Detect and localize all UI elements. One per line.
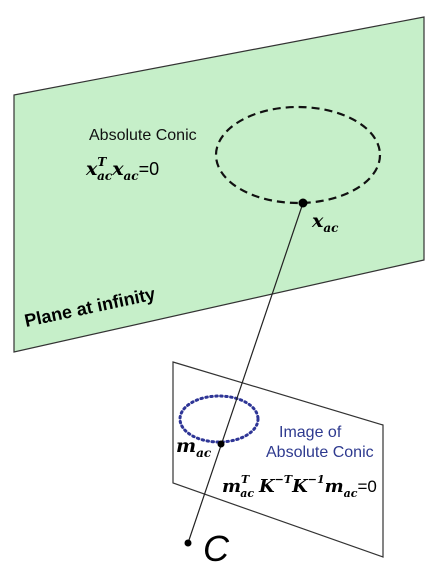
camera-center-point	[184, 539, 192, 547]
absolute-conic-ellipse	[214, 105, 382, 205]
image-plane	[172, 361, 384, 558]
absolute-conic-title: Absolute Conic	[89, 127, 197, 144]
plane-at-infinity	[13, 16, 425, 353]
point-x-ac-label: xac	[311, 210, 339, 235]
camera-center-label: C	[203, 528, 230, 569]
image-conic-title-line2: Absolute Conic	[266, 444, 374, 461]
point-m-ac-label: mac	[176, 435, 212, 460]
image-conic-title-line1: Image of	[279, 424, 342, 441]
point-x-ac	[298, 198, 308, 208]
projection-ray	[187, 202, 304, 544]
point-m-ac	[217, 440, 225, 448]
